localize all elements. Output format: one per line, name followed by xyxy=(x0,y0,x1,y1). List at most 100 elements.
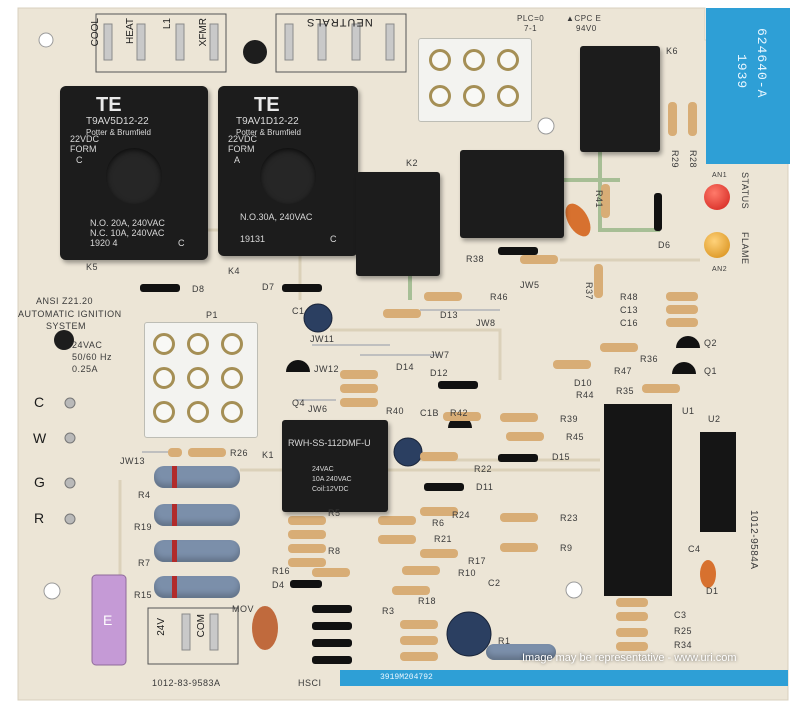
label-q1: Q1 xyxy=(704,366,718,376)
terminal-label-w: W xyxy=(33,430,47,446)
relay-k1: RWH-SS-112DMF-U 24VAC 10A 240VAC Coil:12… xyxy=(282,420,388,512)
label-jw12: JW12 xyxy=(314,364,340,374)
label-hz: 50/60 Hz xyxy=(72,352,113,362)
bottom-code: 3919M204792 xyxy=(380,673,433,682)
label-r19: R19 xyxy=(134,522,153,532)
resistor-r1 xyxy=(486,644,556,660)
bottom-code-strip: 3919M204792 xyxy=(340,670,788,686)
relay-k4-rating1: N.O.30A, 240VAC xyxy=(240,212,313,222)
label-jw8: JW8 xyxy=(476,318,496,328)
relay-k4-coil: 22VDC xyxy=(228,134,258,144)
label-r21: R21 xyxy=(434,534,453,544)
label-u1: U1 xyxy=(682,406,695,416)
relay-k4-maker: Potter & Brumfield xyxy=(236,128,301,137)
label-k6: K6 xyxy=(666,46,679,56)
watermark: Image may be representative - www.uri.co… xyxy=(522,652,737,664)
label-q2: Q2 xyxy=(704,338,718,348)
label-r42: R42 xyxy=(450,408,469,418)
label-d8: D8 xyxy=(192,284,205,294)
label-c1b: C1B xyxy=(420,408,440,418)
label-cpc-sub: 94V0 xyxy=(576,24,597,33)
label-r18: R18 xyxy=(418,596,437,606)
label-r10: R10 xyxy=(458,568,477,578)
label-r39: R39 xyxy=(560,414,579,424)
label-r44: R44 xyxy=(576,390,595,400)
label-xfmr: XFMR xyxy=(198,18,209,47)
relay-k1-rating3: Coil:12VDC xyxy=(312,486,349,493)
relay-k4-form: FORM xyxy=(228,144,255,154)
label-k1: K1 xyxy=(262,450,275,460)
part-number: 624640-A xyxy=(754,28,769,99)
label-r45: R45 xyxy=(566,432,585,442)
relay-k5-rating2: N.C. 10A, 240VAC xyxy=(90,228,165,238)
label-r23: R23 xyxy=(560,513,579,523)
label-r35: R35 xyxy=(616,386,635,396)
label-plc-sub: 7-1 xyxy=(524,24,538,33)
label-l1: L1 xyxy=(162,18,173,30)
label-r26: R26 xyxy=(230,448,249,458)
relay-k5-form-letter: C xyxy=(76,155,83,165)
label-neutrals: NEUTRALS xyxy=(306,16,373,28)
relay-k4: TE T9AV1D12-22 Potter & Brumfield 22VDC … xyxy=(218,86,358,256)
relay-k5-date-letter: C xyxy=(178,238,185,248)
relay-k5: TE T9AV5D12-22 Potter & Brumfield 22VDC … xyxy=(60,86,208,260)
terminal-label-c: C xyxy=(34,394,45,410)
connector-p1[interactable] xyxy=(144,322,258,438)
label-amp: 0.25A xyxy=(72,364,99,374)
label-k5: K5 xyxy=(86,262,99,272)
label-cpc: ▲CPC E xyxy=(566,14,602,23)
label-jw5: JW5 xyxy=(520,280,540,290)
label-status: STATUS xyxy=(740,172,750,210)
relay-k5-maker: Potter & Brumfield xyxy=(86,128,151,137)
label-d14: D14 xyxy=(396,362,415,372)
date-code: 1939 xyxy=(734,54,749,90)
relay-k6 xyxy=(580,46,660,152)
label-d11: D11 xyxy=(476,482,494,492)
label-r46: R46 xyxy=(490,292,509,302)
label-cool: COOL xyxy=(90,18,101,47)
label-jw6: JW6 xyxy=(308,404,328,414)
label-d15: D15 xyxy=(552,452,571,462)
label-an2: AN2 xyxy=(712,266,728,273)
status-led xyxy=(704,184,730,210)
label-jw13: JW13 xyxy=(120,456,146,466)
label-plc: PLC=0 xyxy=(517,14,545,23)
label-jw11: JW11 xyxy=(310,334,335,344)
relay-k5-brand: TE xyxy=(96,94,122,116)
label-r17: R17 xyxy=(468,556,487,566)
label-24v: 24V xyxy=(156,618,167,636)
label-r8: R8 xyxy=(328,546,341,556)
relay-k4-date-letter: C xyxy=(330,234,337,244)
label-mov: MOV xyxy=(232,604,255,614)
relay-k2 xyxy=(460,150,564,238)
label-u2: U2 xyxy=(708,414,721,424)
label-d10: D10 xyxy=(574,378,593,388)
ic-u2 xyxy=(700,432,736,532)
label-d1: D1 xyxy=(706,586,719,596)
label-r5: R5 xyxy=(328,508,341,518)
label-r24: R24 xyxy=(452,510,471,520)
label-hsci: HSCI xyxy=(298,678,322,688)
label-p1: P1 xyxy=(206,310,219,320)
label-r36: R36 xyxy=(640,354,659,364)
six-pin-connector[interactable] xyxy=(418,38,532,122)
label-d12: D12 xyxy=(430,368,449,378)
label-bottom-part: 1012-83-9583A xyxy=(152,678,221,688)
label-ansi: ANSI Z21.20 xyxy=(36,296,94,306)
label-an1: AN1 xyxy=(712,172,728,179)
label-r28: R28 xyxy=(688,150,698,169)
label-r25: R25 xyxy=(674,626,693,636)
label-r47: R47 xyxy=(614,366,633,376)
label-c4: C4 xyxy=(688,544,701,554)
label-c1: C1 xyxy=(292,306,305,316)
relay-k5-form: FORM xyxy=(70,144,97,154)
label-r48: R48 xyxy=(620,292,639,302)
microcontroller-u1 xyxy=(604,404,672,596)
relay-k1-rating1: 24VAC xyxy=(312,466,334,473)
label-r16: R16 xyxy=(272,566,291,576)
label-r29: R29 xyxy=(670,150,680,169)
label-r3: R3 xyxy=(382,606,395,616)
label-system: SYSTEM xyxy=(46,321,87,331)
label-r34: R34 xyxy=(674,640,693,650)
